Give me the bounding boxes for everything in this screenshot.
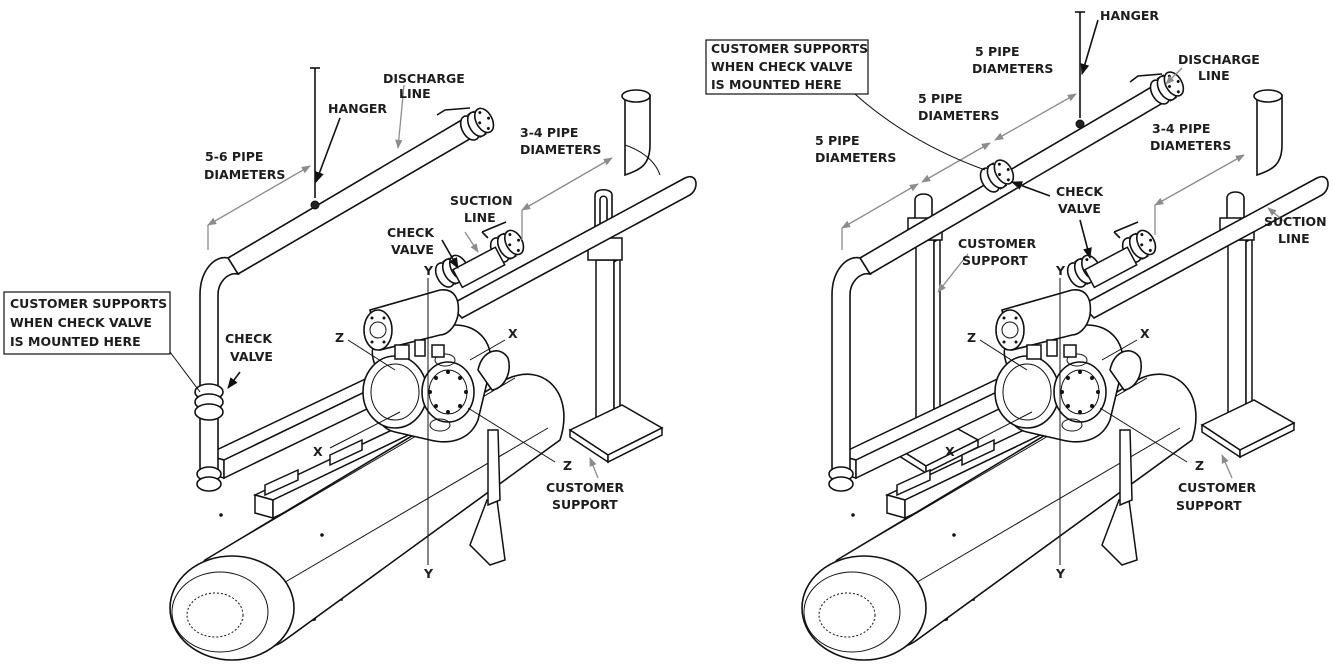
label-pipe-diam-a-2: DIAMETERS <box>204 167 285 182</box>
label-cust-support-right-2: SUPPORT <box>1176 498 1242 513</box>
axis-y-bottom-r: Y <box>1055 566 1066 581</box>
note-line-3: IS MOUNTED HERE <box>10 334 141 349</box>
label-pipe-diam-b-2: DIAMETERS <box>520 142 601 157</box>
axis-x-top: X <box>508 326 518 341</box>
axis-y-top-r: Y <box>1055 263 1066 278</box>
suction-pipe-right <box>1063 89 1329 319</box>
left-leaders <box>169 84 599 479</box>
right-note-box: CUSTOMER SUPPORTS WHEN CHECK VALVE IS MO… <box>705 39 869 95</box>
right-axes <box>961 278 1188 565</box>
axis-z-bottom-r: Z <box>1195 458 1204 473</box>
label-cust-support-mid-2: SUPPORT <box>962 253 1028 268</box>
label-discharge-2: LINE <box>399 86 431 101</box>
suction-flanges <box>431 221 529 292</box>
right-dimensions <box>841 93 1245 250</box>
label-hanger: HANGER <box>328 101 387 116</box>
suction-pipe <box>448 89 697 319</box>
label-check-valve-2: VALVE <box>230 349 273 364</box>
note-r-line-1: CUSTOMER SUPPORTS <box>711 41 868 56</box>
label-5pipe-c-2: DIAMETERS <box>972 61 1053 76</box>
label-discharge-right-2: LINE <box>1198 68 1230 83</box>
customer-support-stand <box>568 188 664 464</box>
note-line-1: CUSTOMER SUPPORTS <box>10 296 167 311</box>
label-pipe-diam-a: 5-6 PIPE <box>205 149 263 164</box>
label-check-valve: CHECK <box>225 331 273 346</box>
axis-z-top: Z <box>335 330 344 345</box>
label-suction-right: SUCTION <box>1264 214 1327 229</box>
customer-support-stand-right <box>1200 191 1296 459</box>
note-line-2: WHEN CHECK VALVE <box>10 315 152 330</box>
left-view: CUSTOMER SUPPORTS WHEN CHECK VALVE IS MO… <box>3 67 697 661</box>
axis-y-top: Y <box>423 263 434 278</box>
label-hanger-right: HANGER <box>1100 8 1159 23</box>
right-view: CUSTOMER SUPPORTS WHEN CHECK VALVE IS MO… <box>705 8 1329 661</box>
discharge-pipe-right <box>828 11 1189 492</box>
label-discharge: DISCHARGE <box>383 71 465 86</box>
label-5pipe-b-2: DIAMETERS <box>918 108 999 123</box>
label-check-valve-top-2: VALVE <box>391 242 434 257</box>
label-suction-right-2: LINE <box>1278 231 1310 246</box>
label-check-valve-top: CHECK <box>387 225 435 240</box>
label-cust-support-mid: CUSTOMER <box>958 236 1036 251</box>
label-5pipe-a: 5 PIPE <box>815 133 860 148</box>
label-3-4pipe-right: 3-4 PIPE <box>1152 121 1210 136</box>
label-pipe-diam-b: 3-4 PIPE <box>520 125 578 140</box>
axis-z-top-r: Z <box>967 330 976 345</box>
label-suction: SUCTION <box>450 193 513 208</box>
axis-z-bottom: Z <box>563 458 572 473</box>
note-r-line-2: WHEN CHECK VALVE <box>711 59 853 74</box>
left-axes <box>329 278 556 565</box>
label-check-valve-right: CHECK <box>1056 184 1104 199</box>
axis-y-bottom: Y <box>423 566 434 581</box>
axis-x-bottom-r: X <box>945 444 955 459</box>
label-cust-support-right: CUSTOMER <box>1178 480 1256 495</box>
label-5pipe-c: 5 PIPE <box>975 44 1020 59</box>
note-r-line-3: IS MOUNTED HERE <box>711 77 842 92</box>
label-check-valve-right-2: VALVE <box>1058 201 1101 216</box>
left-note-box: CUSTOMER SUPPORTS WHEN CHECK VALVE IS MO… <box>3 291 171 355</box>
label-5pipe-a-2: DIAMETERS <box>815 150 896 165</box>
discharge-pipe <box>194 67 499 492</box>
label-discharge-right: DISCHARGE <box>1178 52 1260 67</box>
axis-x-top-r: X <box>1140 326 1150 341</box>
label-suction-2: LINE <box>464 210 496 225</box>
label-customer-support: CUSTOMER <box>546 480 624 495</box>
left-dimensions <box>207 157 613 250</box>
axis-x-bottom: X <box>313 444 323 459</box>
label-3-4pipe-right-2: DIAMETERS <box>1150 138 1231 153</box>
label-customer-support-2: SUPPORT <box>552 497 618 512</box>
label-5pipe-b: 5 PIPE <box>918 91 963 106</box>
